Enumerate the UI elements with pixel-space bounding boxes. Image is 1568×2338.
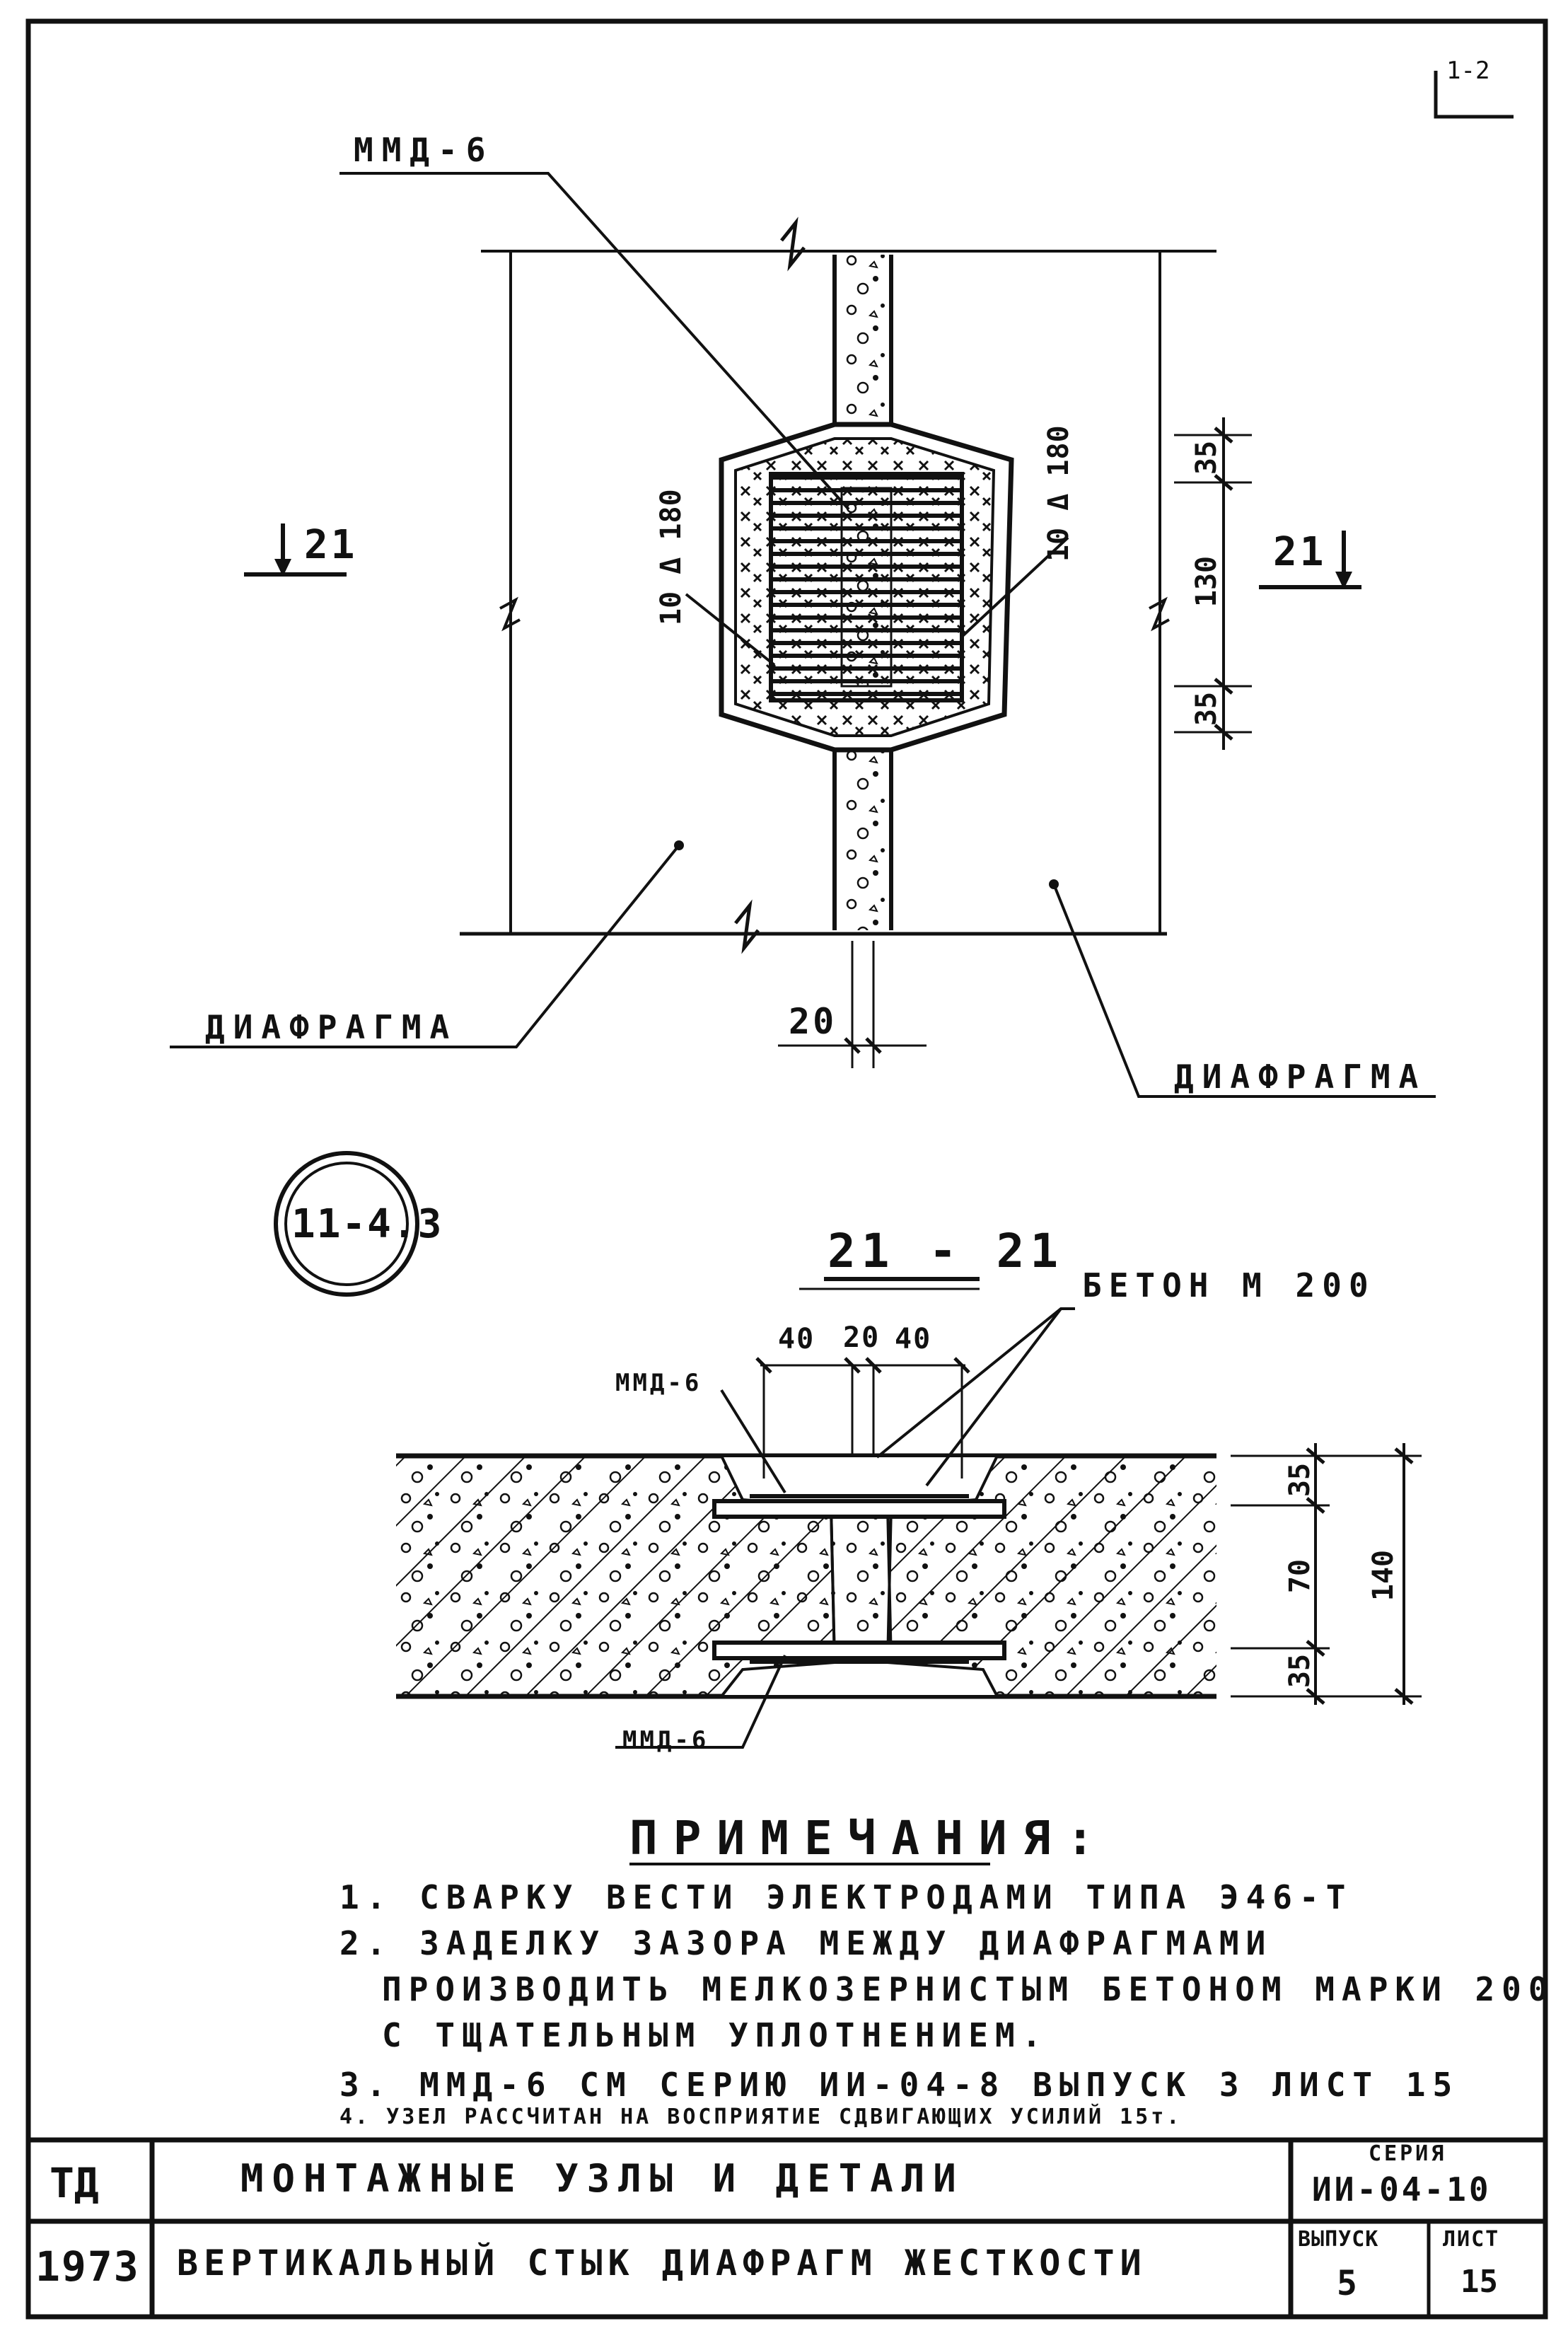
note-2-cont-2: С ТЩАТЕЛЬНЫМ УПЛОТНЕНИЕМ.: [382, 2016, 1049, 2054]
sheet-label: ЛИСТ: [1443, 2227, 1500, 2252]
mmd-label-plan: ММД-6: [354, 131, 494, 169]
issue-label: ВЫПУСК: [1298, 2227, 1379, 2252]
section-mark-left: 21: [304, 522, 358, 568]
diaphragm-label-left: ДИАФРАГМА: [205, 1008, 458, 1046]
plan-view: [170, 172, 1436, 1098]
dim-35-bottom: 35: [1190, 691, 1223, 727]
gap-dim-plan: 20: [789, 1001, 837, 1042]
mmd-label-bottom: ММД-6: [622, 1726, 709, 1754]
dim-70: 70: [1284, 1558, 1316, 1594]
series-label: СЕРИЯ: [1369, 2141, 1447, 2166]
sheet-value: 15: [1460, 2264, 1498, 2300]
node-circle: [274, 1151, 419, 1297]
dim-35-top-section: 35: [1284, 1462, 1316, 1498]
dim-35-top: 35: [1190, 440, 1223, 475]
note-4: 4. УЗЕЛ РАССЧИТАН НА ВОСПРИЯТИЕ СДВИГАЮЩ…: [339, 2105, 1183, 2129]
dim-40-right: 40: [895, 1323, 932, 1355]
section-view: [396, 1277, 1422, 1749]
section-title: 21 - 21: [827, 1224, 1064, 1278]
weld-label-right: 10 Δ 180: [1043, 425, 1075, 562]
corner-mark: 1-2: [1446, 57, 1490, 85]
note-2: 2. ЗАДЕЛКУ ЗАЗОРА МЕЖДУ ДИАФРАГМАМИ: [339, 1924, 1273, 1962]
dim-40-left: 40: [778, 1323, 815, 1355]
weld-label-left: 10 Δ 180: [655, 489, 687, 625]
title-line-1: МОНТАЖНЫЕ УЗЛЫ И ДЕТАЛИ: [240, 2156, 965, 2201]
node-circle-label: 11-4.3: [291, 1201, 443, 1247]
title-block-lines: [28, 2137, 1545, 2317]
dim-35-bottom-section: 35: [1284, 1653, 1316, 1689]
notes-heading: ПРИМЕЧАНИЯ:: [629, 1811, 1110, 1865]
dim-140: 140: [1367, 1549, 1400, 1602]
title-block-year: 1973: [35, 2242, 140, 2291]
concrete-label: БЕТОН М 200: [1082, 1266, 1376, 1304]
note-2-cont-1: ПРОИЗВОДИТЬ МЕЛКОЗЕРНИСТЫМ БЕТОНОМ МАРКИ…: [382, 1970, 1555, 2008]
series-value: ИИ-04-10: [1312, 2170, 1492, 2209]
drawing-frame: [25, 18, 1548, 2320]
note-1: 1. СВАРКУ ВЕСТИ ЭЛЕКТРОДАМИ ТИПА Э46-Т: [339, 1878, 1353, 1916]
dim-130: 130: [1190, 555, 1223, 608]
note-3: 3. ММД-6 СМ СЕРИЮ ИИ-04-8 ВЫПУСК 3 ЛИСТ …: [339, 2066, 1460, 2104]
section-mark-right: 21: [1273, 529, 1327, 575]
dim-20-section: 20: [843, 1321, 881, 1354]
diaphragm-label-right: ДИАФРАГМА: [1174, 1058, 1427, 1096]
issue-value: 5: [1337, 2264, 1357, 2303]
title-line-2: ВЕРТИКАЛЬНЫЙ СТЫК ДИАФРАГМ ЖЕСТКОСТИ: [177, 2242, 1147, 2284]
mmd-label-top: ММД-6: [615, 1369, 702, 1397]
title-block-code: ТД: [50, 2159, 99, 2207]
